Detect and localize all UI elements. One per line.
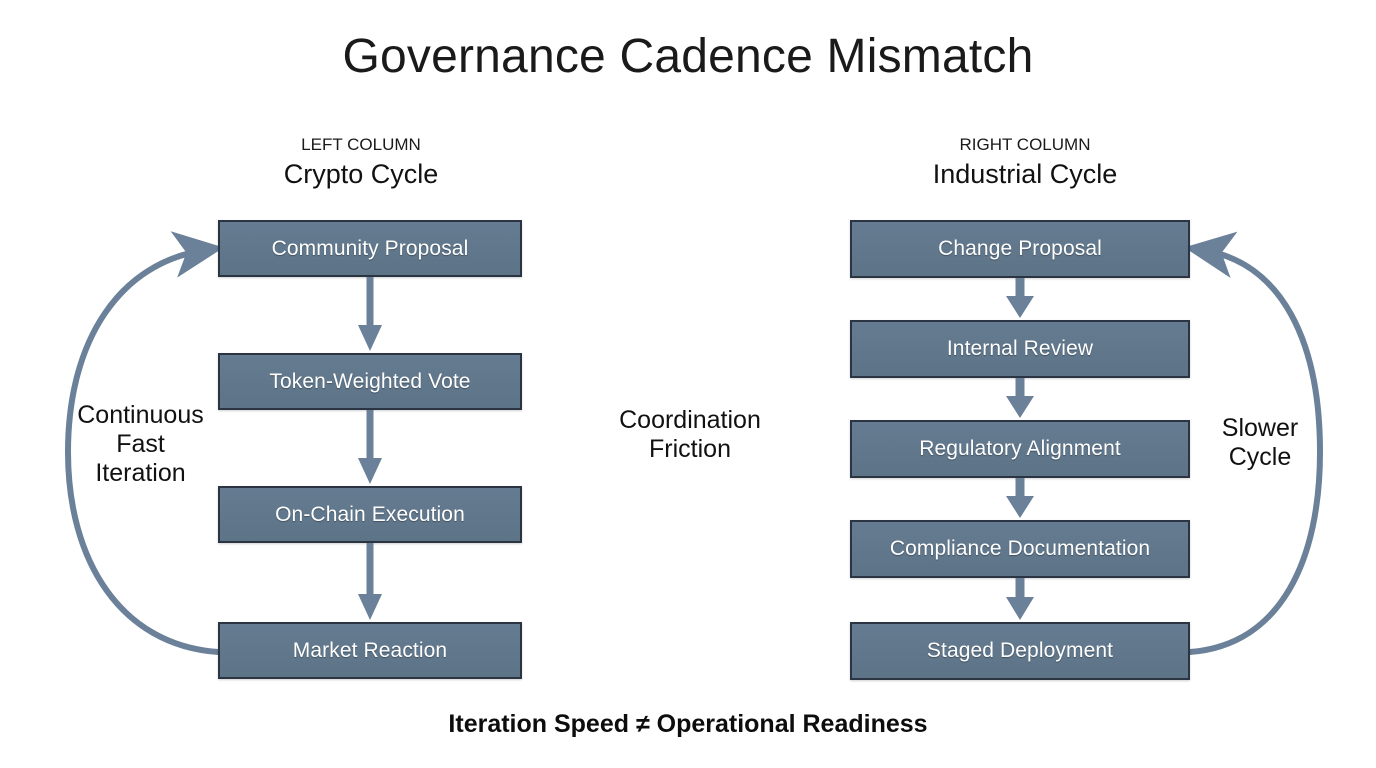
left-column-header: LEFT COLUMN Crypto Cycle	[196, 134, 526, 192]
connector-right-1	[1006, 278, 1034, 318]
node-staged-deployment[interactable]: Staged Deployment	[850, 622, 1190, 680]
footer-conclusion: Iteration Speed ≠ Operational Readiness	[448, 710, 928, 738]
node-compliance-documentation[interactable]: Compliance Documentation	[850, 520, 1190, 578]
node-token-weighted-vote[interactable]: Token-Weighted Vote	[218, 353, 522, 410]
right-column-kicker: RIGHT COLUMN	[959, 135, 1091, 154]
left-column-kicker: LEFT COLUMN	[301, 135, 421, 154]
center-annotation-line-2: Friction	[649, 435, 731, 463]
connector-right-2	[1006, 378, 1034, 418]
right-column-name: Industrial Cycle	[932, 159, 1118, 190]
left-loop-label-line-2: Fast	[116, 430, 165, 458]
left-column-name: Crypto Cycle	[283, 159, 439, 190]
right-column-header: RIGHT COLUMN Industrial Cycle	[860, 134, 1190, 192]
node-internal-review[interactable]: Internal Review	[850, 320, 1190, 378]
center-annotation: Coordination Friction	[580, 406, 800, 464]
node-on-chain-execution[interactable]: On-Chain Execution	[218, 486, 522, 543]
connector-right-3	[1006, 478, 1034, 518]
node-community-proposal[interactable]: Community Proposal	[218, 220, 522, 277]
left-loop-label-line-3: Iteration	[95, 459, 186, 487]
node-change-proposal[interactable]: Change Proposal	[850, 220, 1190, 278]
node-market-reaction[interactable]: Market Reaction	[218, 622, 522, 679]
center-annotation-line-1: Coordination	[619, 406, 761, 434]
left-loop-label-line-1: Continuous	[77, 401, 204, 429]
connector-left-2	[358, 410, 382, 484]
left-loop-label: Continuous Fast Iteration	[58, 401, 223, 488]
page-title: Governance Cadence Mismatch	[342, 30, 1034, 83]
connector-left-1	[358, 277, 382, 351]
right-loop-label-line-2: Cycle	[1228, 443, 1292, 471]
right-loop-label-line-1: Slower	[1221, 414, 1299, 442]
connector-right-4	[1006, 578, 1034, 620]
right-loop-label: Slower Cycle	[1200, 414, 1320, 472]
node-regulatory-alignment[interactable]: Regulatory Alignment	[850, 420, 1190, 478]
connector-left-3	[358, 543, 382, 620]
